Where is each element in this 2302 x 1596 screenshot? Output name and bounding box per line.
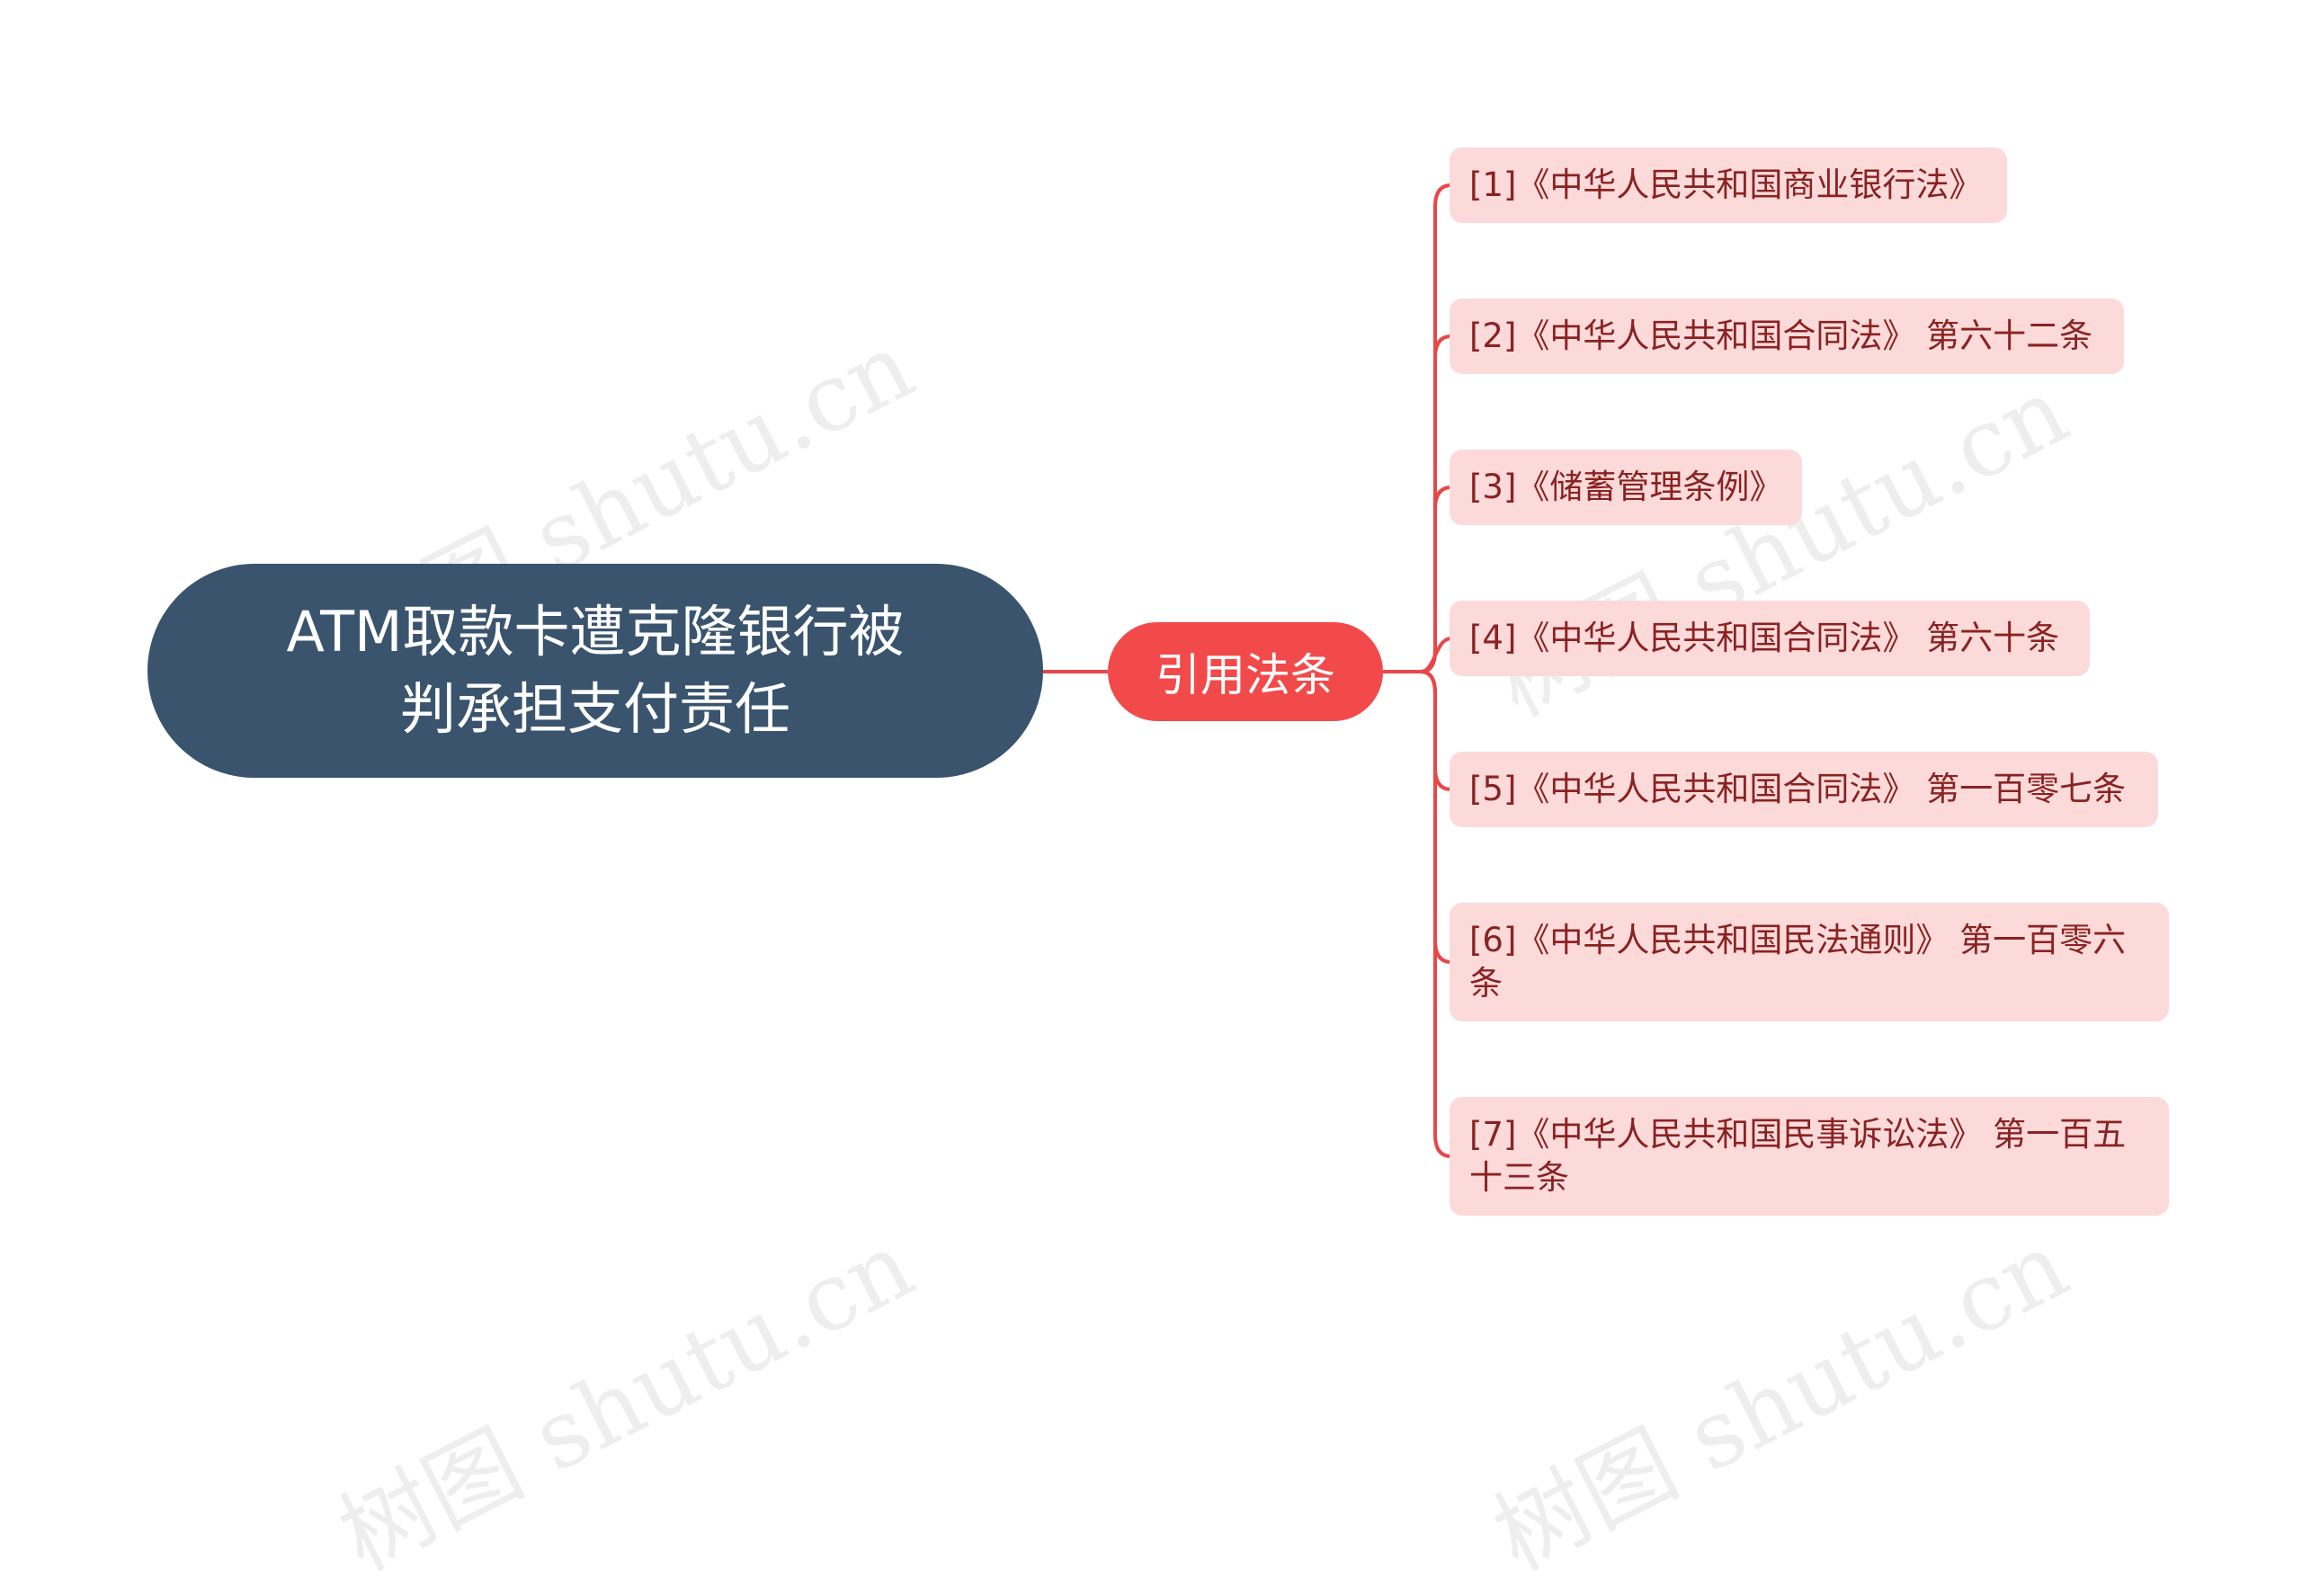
mind-map-canvas: 树图 shutu.cn 树图 shutu.cn 树图 shutu.cn 树图 s… bbox=[147, 147, 2169, 1592]
leaf-connector-7 bbox=[1420, 670, 1452, 1158]
leaf-node-7[interactable]: [7]《中华人民共和国民事诉讼法》 第一百五十三条 bbox=[1450, 1097, 2169, 1216]
leaf-node-6[interactable]: [6]《中华人民共和国民法通则》 第一百零六条 bbox=[1450, 903, 2169, 1021]
leaf-connector-3 bbox=[1420, 486, 1452, 673]
branch-node-cited-laws[interactable]: 引用法条 bbox=[1108, 622, 1383, 721]
leaf-node-4[interactable]: [4]《中华人民共和国合同法》 第六十条 bbox=[1450, 601, 2090, 676]
leaf-node-label: [2]《中华人民共和国合同法》 第六十二条 bbox=[1469, 317, 2093, 355]
leaf-connectors bbox=[1420, 183, 1452, 1158]
leaf-node-label: [6]《中华人民共和国民法通则》 第一百零六条 bbox=[1469, 921, 2127, 1003]
leaf-node-2[interactable]: [2]《中华人民共和国合同法》 第六十二条 bbox=[1450, 299, 2124, 374]
leaf-node-label: [5]《中华人民共和国合同法》 第一百零七条 bbox=[1469, 770, 2127, 808]
leaf-node-label: [7]《中华人民共和国民事诉讼法》 第一百五十三条 bbox=[1469, 1115, 2127, 1197]
leaf-node-1[interactable]: [1]《中华人民共和国商业银行法》 bbox=[1450, 147, 2007, 223]
leaf-node-label: [4]《中华人民共和国合同法》 第六十条 bbox=[1469, 619, 2060, 657]
leaf-node-label: [1]《中华人民共和国商业银行法》 bbox=[1469, 165, 1983, 204]
leaf-node-5[interactable]: [5]《中华人民共和国合同法》 第一百零七条 bbox=[1450, 752, 2158, 827]
root-topic-line-2: 判承担支付责任 bbox=[399, 676, 790, 742]
root-topic-node[interactable]: ATM取款卡遭克隆银行被 判承担支付责任 bbox=[147, 564, 1043, 778]
root-topic-line-1: ATM取款卡遭克隆银行被 bbox=[286, 599, 905, 664]
connector-lines bbox=[1043, 183, 1452, 1158]
leaf-node-3[interactable]: [3]《储蓄管理条例》 bbox=[1450, 450, 1802, 525]
branch-node-label: 引用法条 bbox=[1155, 649, 1335, 701]
leaf-node-label: [3]《储蓄管理条例》 bbox=[1469, 468, 1783, 506]
